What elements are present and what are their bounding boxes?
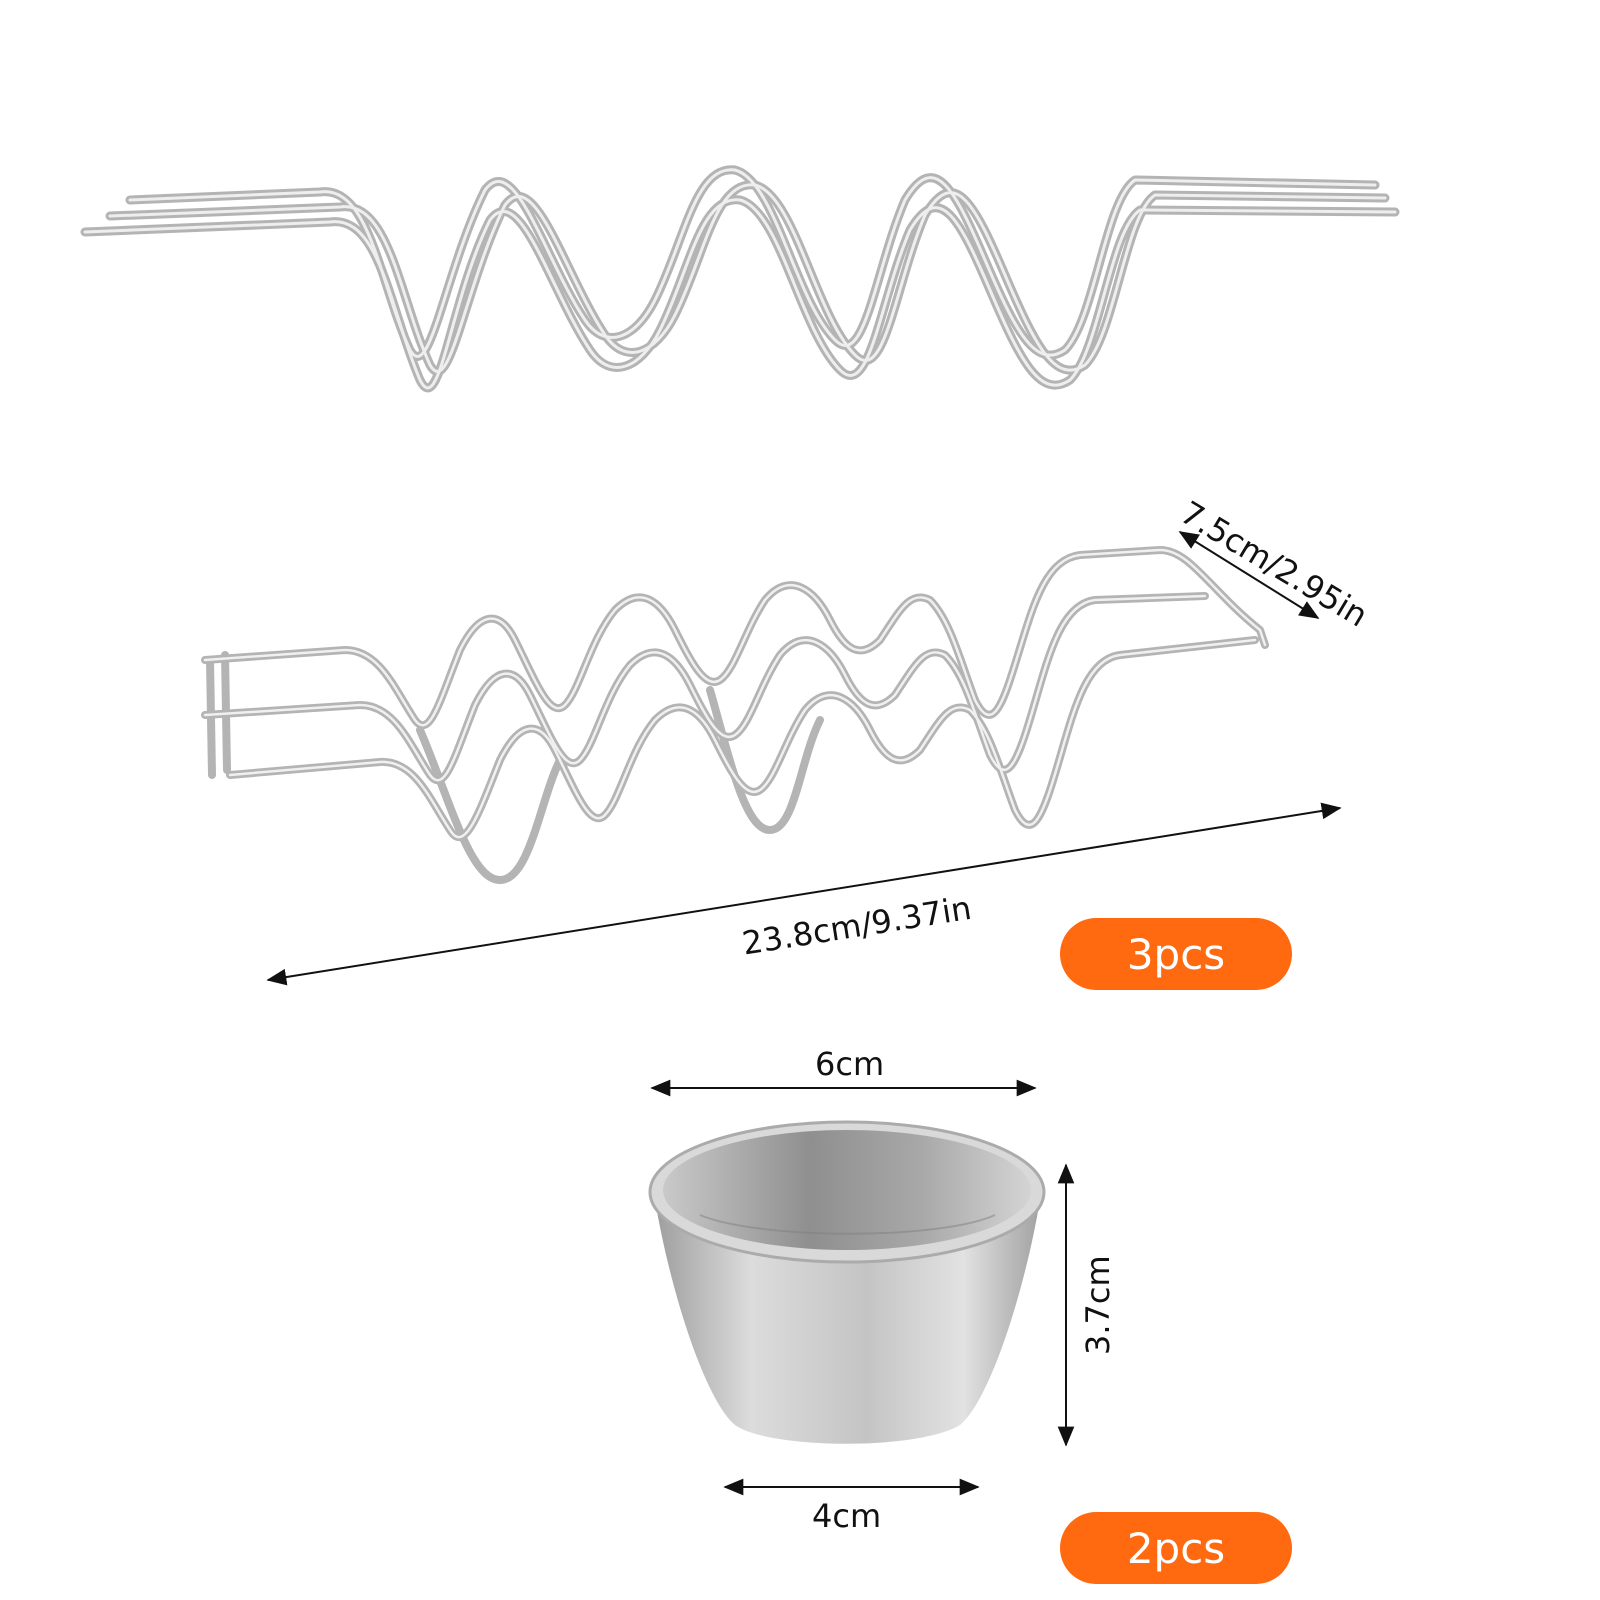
holder-length-dimension-line — [266, 802, 1342, 986]
taco-holder-perspective-view — [201, 546, 1269, 884]
taco-holder-side-view — [80, 165, 1400, 393]
holder-depth-dimension-line — [1178, 531, 1320, 619]
cup-bottom-diameter-label: 4cm — [812, 1497, 882, 1535]
cup-height-label: 3.7cm — [1079, 1255, 1117, 1355]
holder-quantity-badge: 3pcs — [1060, 918, 1292, 990]
cup-quantity-badge: 2pcs — [1060, 1512, 1292, 1584]
sauce-cup-illustration — [648, 1120, 1046, 1444]
cup-top-diameter-label: 6cm — [815, 1045, 885, 1083]
